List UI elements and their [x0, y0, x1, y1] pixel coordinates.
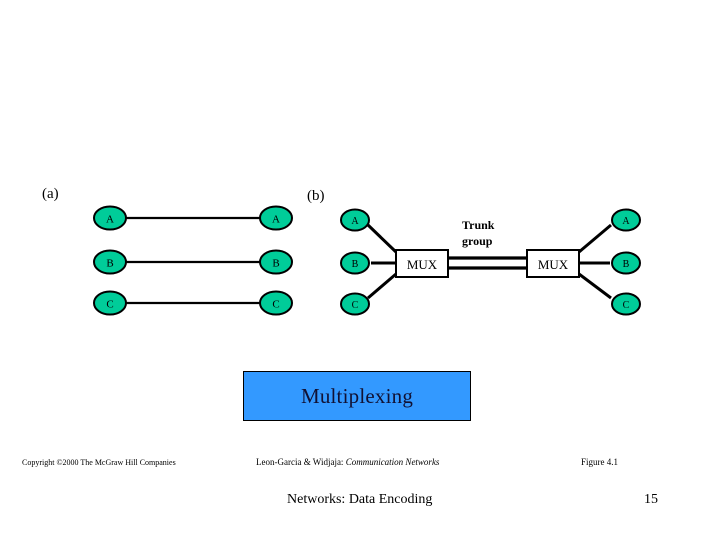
- diagram-canvas: A B C A B C: [93, 205, 641, 316]
- node-label: C: [272, 299, 279, 311]
- node-ellipse: [93, 205, 127, 231]
- panel-b-left-nodes: A B C: [340, 208, 370, 316]
- trunk-group-label: Trunk group: [462, 218, 495, 248]
- trunk-group-label-line2: group: [462, 234, 493, 248]
- mux-left: MUX: [395, 249, 449, 278]
- node-a-right-c: C: [259, 290, 293, 316]
- node-label: C: [352, 300, 359, 311]
- node-ellipse: [611, 251, 641, 275]
- node-b-left-a: A: [340, 208, 370, 232]
- node-ellipse: [611, 208, 641, 232]
- panel-b-right-links: [578, 223, 612, 300]
- trunk-group-link: [448, 256, 527, 270]
- multiplexing-diagram: A B C A B C: [93, 205, 641, 316]
- panel-a-right-nodes: A B C: [259, 205, 293, 316]
- bottom-bar-title: Networks: Data Encoding: [287, 492, 433, 507]
- node-label: A: [106, 214, 114, 226]
- node-label: B: [352, 259, 359, 270]
- node-b-left-b: B: [340, 251, 370, 275]
- footer-figure-number: Figure 4.1: [581, 457, 618, 467]
- node-label: B: [106, 258, 113, 270]
- trunk-group-label-line1: Trunk: [462, 218, 495, 232]
- link-b-right-a: [578, 223, 612, 254]
- footer-citation: Leon-Garcia & Widjaja: Communication Net…: [256, 457, 439, 467]
- node-label: A: [622, 216, 630, 227]
- node-a-left-b: B: [93, 249, 127, 275]
- node-label: B: [272, 258, 279, 270]
- mux-right-box: [526, 249, 580, 278]
- mux-left-label: MUX: [407, 257, 438, 272]
- node-ellipse: [259, 290, 293, 316]
- node-label: C: [623, 300, 630, 311]
- link-b-right-c: [578, 272, 612, 300]
- node-a-left-a: A: [93, 205, 127, 231]
- node-a-right-a: A: [259, 205, 293, 231]
- node-ellipse: [340, 208, 370, 232]
- panel-label-a: (a): [42, 186, 59, 202]
- panel-b-left-links: [366, 223, 398, 300]
- node-label: C: [106, 299, 113, 311]
- mux-right: MUX: [526, 249, 580, 278]
- node-ellipse: [259, 249, 293, 275]
- mux-right-label: MUX: [538, 257, 569, 272]
- footer-citation-authors: Leon-Garcia & Widjaja:: [256, 457, 344, 467]
- node-b-left-c: C: [340, 292, 370, 316]
- link-b-left-a: [366, 223, 398, 254]
- panel-a-left-nodes: A B C: [93, 205, 127, 316]
- panel-b-right-nodes: A B C: [611, 208, 641, 316]
- panel-label-b: (b): [307, 188, 325, 204]
- node-ellipse: [611, 292, 641, 316]
- node-ellipse: [340, 292, 370, 316]
- mux-left-box: [395, 249, 449, 278]
- bottom-bar-page-number: 15: [644, 492, 658, 507]
- title-banner-text: Multiplexing: [300, 383, 414, 408]
- node-b-right-a: A: [611, 208, 641, 232]
- link-b-left-c: [367, 272, 397, 300]
- node-a-right-b: B: [259, 249, 293, 275]
- node-ellipse: [93, 249, 127, 275]
- footer-copyright: Copyright ©2000 The McGraw Hill Companie…: [22, 458, 176, 467]
- title-banner: Multiplexing: [243, 371, 471, 421]
- node-a-left-c: C: [93, 290, 127, 316]
- node-label: B: [623, 259, 630, 270]
- node-b-right-c: C: [611, 292, 641, 316]
- node-b-right-b: B: [611, 251, 641, 275]
- node-ellipse: [259, 205, 293, 231]
- bottom-bar: Networks: Data Encoding 15: [0, 492, 720, 520]
- node-ellipse: [340, 251, 370, 275]
- node-label: A: [272, 214, 280, 226]
- node-ellipse: [93, 290, 127, 316]
- footer-citation-title: Communication Networks: [345, 457, 440, 467]
- panel-a-links: [126, 216, 260, 305]
- node-label: A: [351, 216, 359, 227]
